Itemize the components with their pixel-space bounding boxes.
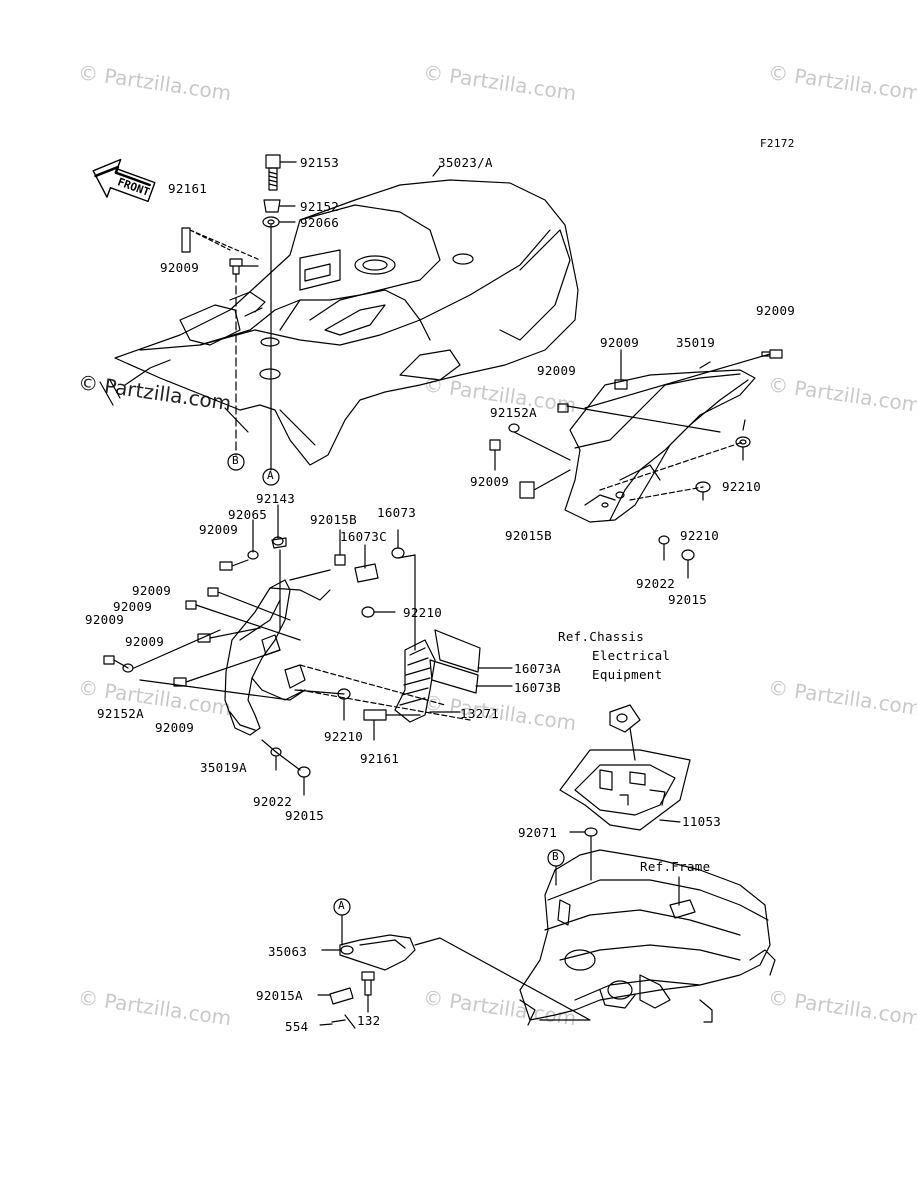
left-mud-guard — [224, 579, 331, 736]
part-label[interactable]: 92015A — [256, 988, 303, 1003]
nut-92015a-icon — [329, 987, 354, 1005]
pad-16073-icon — [391, 547, 405, 559]
rear-fender — [99, 179, 579, 466]
nut-92210-icon — [361, 606, 375, 618]
part-label[interactable]: 92152A — [97, 706, 144, 721]
bolt-92009-icon — [229, 258, 243, 275]
callout-a-top-label: A — [267, 469, 274, 482]
part-label[interactable]: 92210 — [722, 479, 762, 494]
callout-a-bottom-label: A — [338, 899, 345, 912]
part-label[interactable]: 92022 — [636, 576, 676, 591]
part-label[interactable]: 92009 — [470, 474, 510, 489]
nut-92015-icon — [297, 766, 311, 778]
part-label[interactable]: 92152A — [490, 405, 537, 420]
collar-92152a-icon — [122, 663, 134, 673]
part-label[interactable]: 92065 — [228, 507, 268, 522]
heat-guard-13271 — [394, 639, 436, 723]
part-label[interactable]: 92009 — [155, 720, 195, 735]
pad-16073c-icon — [354, 563, 379, 583]
washer-92022-icon — [658, 535, 670, 545]
bracket-35063 — [339, 934, 416, 971]
part-label[interactable]: 92015B — [310, 512, 357, 527]
ref-chassis-line1: Ref.Chassis — [558, 629, 645, 644]
figure-code: F2172 — [760, 137, 795, 150]
part-label[interactable]: 16073A — [514, 661, 561, 676]
bolt-92153-icon — [265, 154, 281, 191]
part-label[interactable]: 92210 — [680, 528, 720, 543]
callout-b-bottom — [547, 849, 565, 867]
clip-92143-icon — [271, 537, 287, 549]
part-label[interactable]: 35019 — [676, 335, 716, 350]
ref-chassis-line2: Electrical — [592, 648, 671, 663]
frame-ref — [519, 849, 776, 1026]
callout-b-top — [227, 453, 245, 471]
bolt-92009-icon — [185, 600, 197, 610]
part-label[interactable]: 92009 — [537, 363, 577, 378]
part-label[interactable]: 92015 — [668, 592, 708, 607]
pad-16073b-icon — [429, 659, 479, 694]
bolt-92009-icon — [761, 349, 783, 359]
part-label[interactable]: 92210 — [324, 729, 364, 744]
ref-frame: Ref.Frame — [640, 859, 711, 874]
battery-case — [559, 749, 691, 831]
part-label[interactable]: 92066 — [300, 215, 340, 230]
bolt-92009-icon — [103, 655, 115, 665]
bolt-92009-icon — [489, 439, 501, 451]
grommet-92071-icon — [584, 827, 598, 837]
part-label[interactable]: 92022 — [253, 794, 293, 809]
part-label[interactable]: 92153 — [300, 155, 340, 170]
part-label[interactable]: 16073B — [514, 680, 561, 695]
part-label[interactable]: 92009 — [600, 335, 640, 350]
part-label[interactable]: 92161 — [360, 751, 400, 766]
part-label[interactable]: 35019A — [200, 760, 247, 775]
front-arrow-icon: FRONT — [92, 158, 156, 203]
part-label[interactable]: 92015 — [285, 808, 325, 823]
right-mud-guard — [564, 369, 756, 523]
part-label[interactable]: 92015B — [505, 528, 552, 543]
part-label[interactable]: 92009 — [160, 260, 200, 275]
callout-a-top — [262, 468, 280, 486]
part-label[interactable]: 92009 — [125, 634, 165, 649]
part-label[interactable]: 11053 — [682, 814, 722, 829]
part-label[interactable]: 35023/A — [438, 155, 493, 170]
part-label[interactable]: 92071 — [518, 825, 558, 840]
clamp-ref-icon — [609, 704, 641, 733]
part-label[interactable]: 132 — [357, 1013, 381, 1028]
pin-554-icon — [331, 1014, 356, 1029]
collar-92152a-icon — [508, 423, 520, 433]
part-label[interactable]: 92009 — [85, 612, 125, 627]
part-label[interactable]: 92009 — [132, 583, 172, 598]
bolt-92009-icon — [614, 379, 628, 390]
ref-chassis-line3: Equipment — [592, 667, 663, 682]
spacer-92161-icon — [181, 227, 191, 253]
part-label[interactable]: 92009 — [199, 522, 239, 537]
callout-b-bottom-label: B — [552, 850, 559, 863]
nut-92210-icon — [735, 436, 751, 448]
pad-16073a-icon — [434, 629, 481, 673]
part-label[interactable]: 92009 — [756, 303, 796, 318]
part-label[interactable]: 35063 — [268, 944, 308, 959]
collar-92152-icon — [263, 199, 281, 213]
part-label[interactable]: 554 — [285, 1019, 309, 1034]
part-label[interactable]: 92210 — [403, 605, 443, 620]
part-label[interactable]: 92143 — [256, 491, 296, 506]
part-label[interactable]: 13271 — [460, 706, 500, 721]
nut-92015b-icon — [519, 481, 535, 499]
spacer-92161-icon — [363, 709, 387, 721]
part-label[interactable]: 92009 — [113, 599, 153, 614]
part-label[interactable]: 16073 — [377, 505, 417, 520]
nut-92015b-icon — [334, 554, 346, 566]
nut-92015-icon — [681, 549, 695, 561]
bolt-92009-icon — [207, 587, 219, 597]
part-label[interactable]: 92152 — [300, 199, 340, 214]
bolt-92009-icon — [219, 561, 233, 571]
callout-b-top-label: B — [232, 454, 239, 467]
part-label[interactable]: 92161 — [168, 181, 208, 196]
bolt-132-icon — [361, 971, 375, 996]
bolt-92009-icon — [557, 403, 569, 413]
part-label[interactable]: 16073C — [340, 529, 387, 544]
